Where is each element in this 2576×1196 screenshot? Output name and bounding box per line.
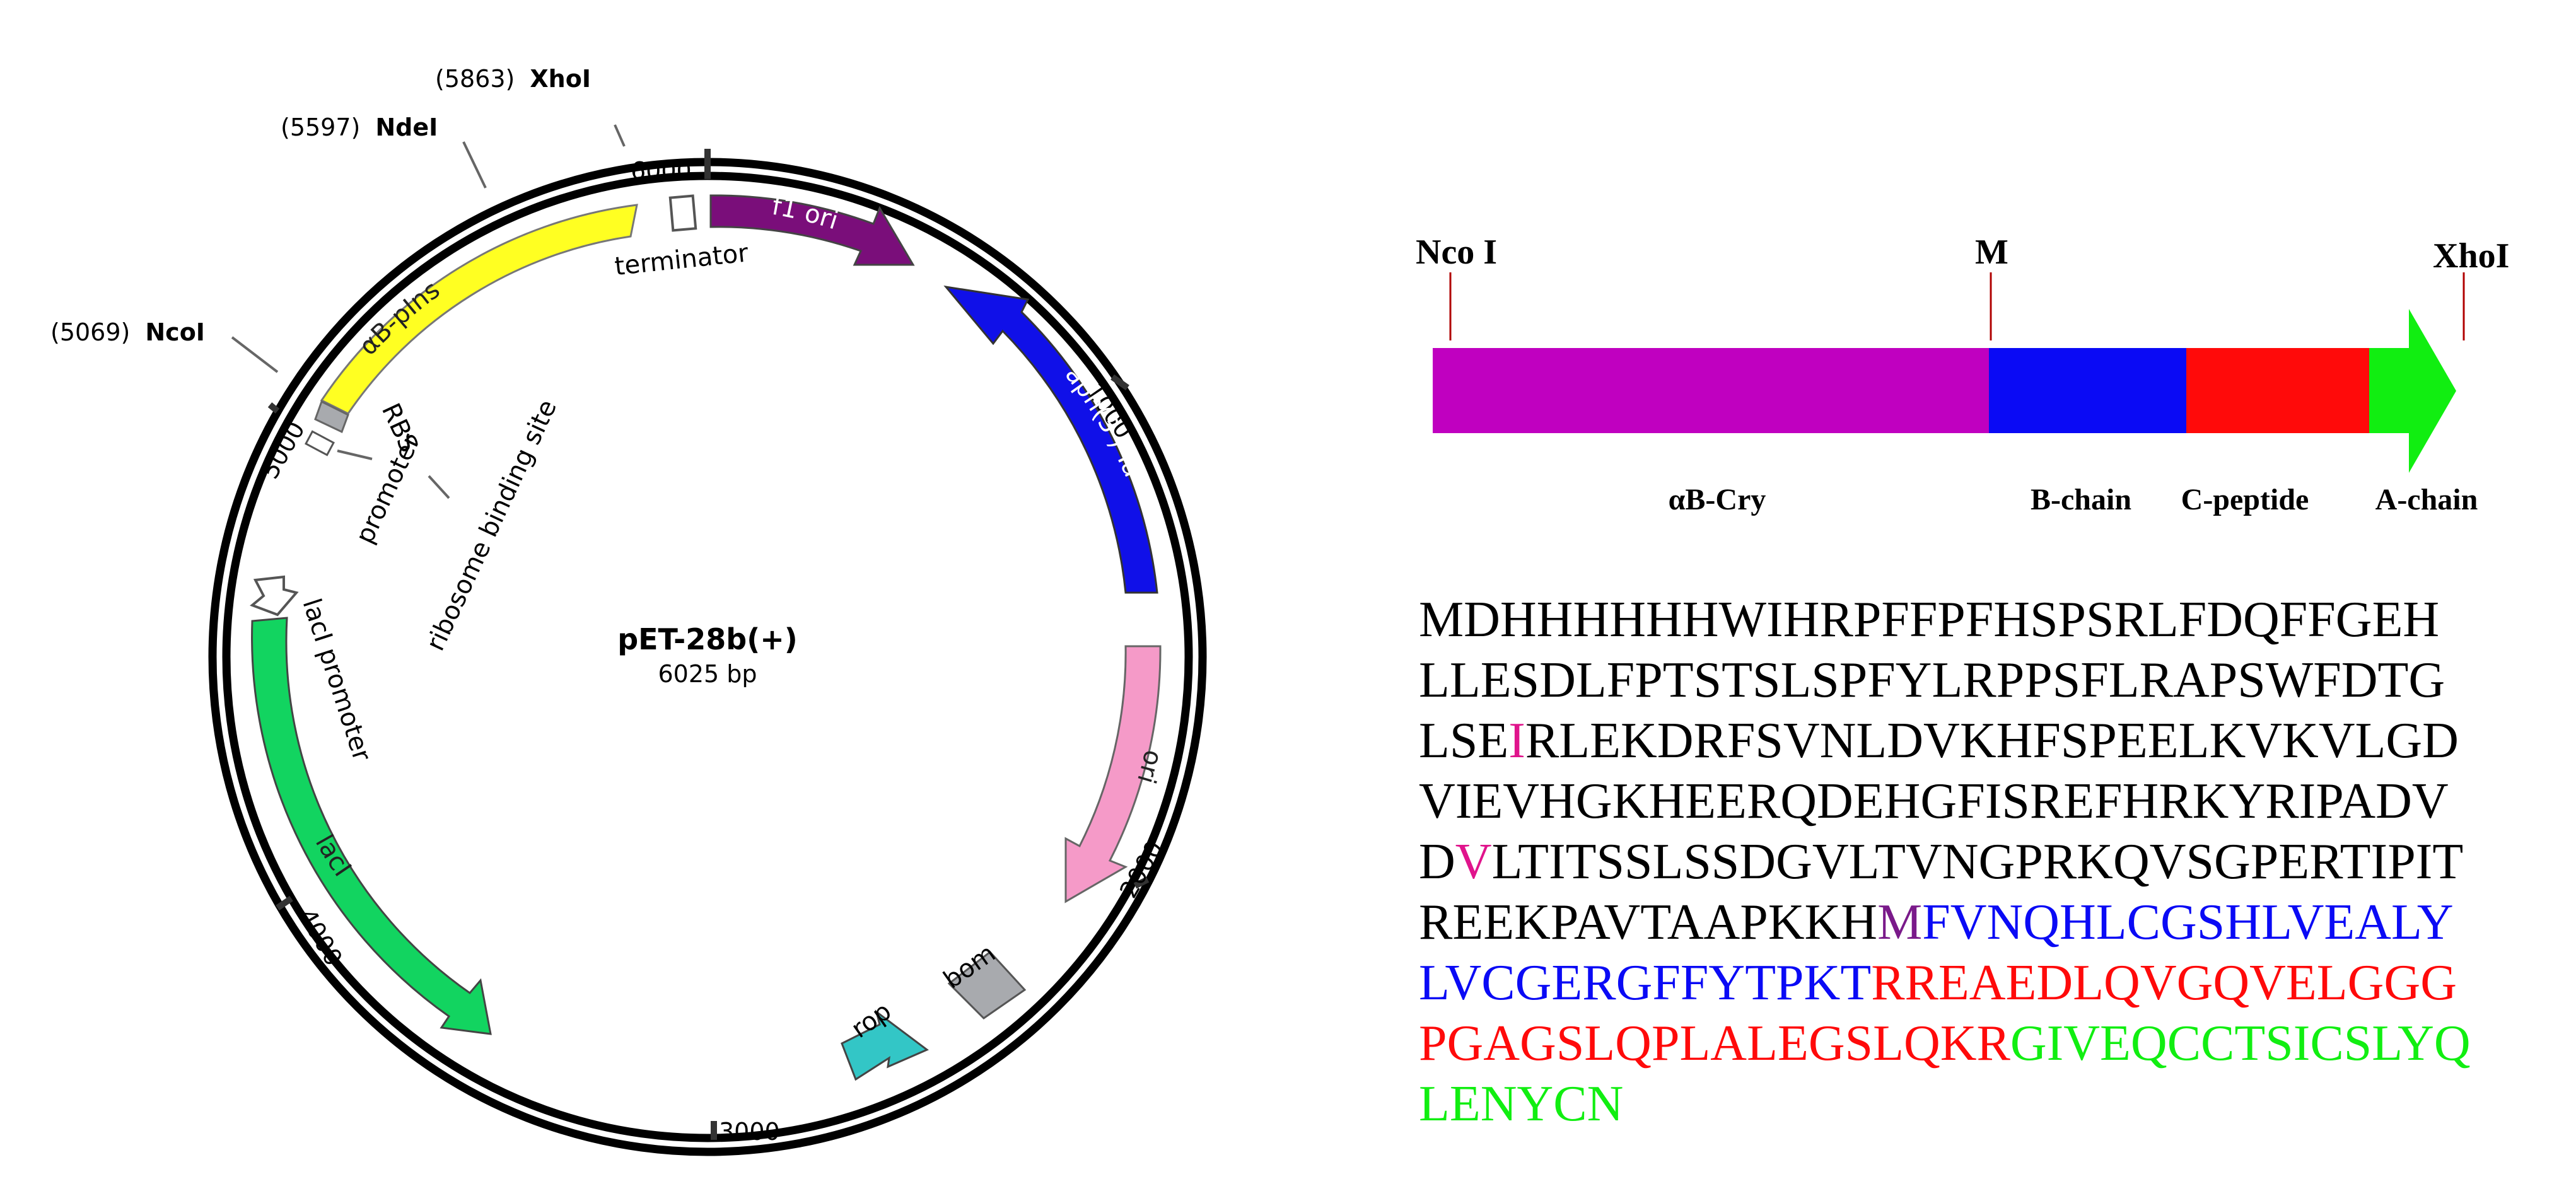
terminator-label: terminator	[614, 238, 750, 281]
sequence-segment: V	[1455, 834, 1492, 890]
rop-feature	[841, 1009, 929, 1081]
sequence-segment: M	[1877, 895, 1923, 950]
ori-feature	[1064, 645, 1162, 903]
xhoi-construct-label: XhoI	[2433, 236, 2509, 276]
plasmid-size: 6025 bp	[658, 660, 757, 688]
m-construct-label: M	[1975, 233, 2008, 272]
ncoi-site-label: (5069)NcoI	[50, 318, 205, 346]
tick-1000	[1110, 374, 1129, 391]
promoter-leader	[337, 450, 373, 460]
construct-diagram: Nco I M XhoI αB-Cry B-chain C-peptide A-…	[1416, 233, 2509, 516]
sequence-segment: MDHHHHHHWIHRPFFPFHSPSRLFDQFFGEH	[1419, 592, 2440, 647]
b-chain-label: B-chain	[2031, 483, 2131, 516]
alpha-b-cry-label: αB-Cry	[1669, 483, 1766, 516]
rbs-gray-block	[314, 400, 349, 434]
sequence-line: PGAGSLQPLALEGSLQKRGIVEQCCTSICSLYQ	[1419, 1013, 2554, 1074]
rbs-site-leader	[428, 475, 450, 499]
sequence-segment: FVNQHLCGSHLVEALY	[1922, 895, 2454, 950]
sequence-segment: LTITSSLSSDGVLTVNGPRKQVSGPERTIPIT	[1491, 834, 2464, 890]
insert-feature	[320, 204, 638, 415]
sequence-line: REEKPAVTAAPKKHMFVNQHLCGSHLVEALY	[1419, 892, 2554, 953]
sequence-segment: PGAGSLQPLALEGSLQKR	[1419, 1016, 2010, 1071]
sequence-segment: LLESDLFPTSTSLSPFYLRPPSFLRAPSWFDTG	[1419, 653, 2445, 708]
plasmid-map: 6000 1000 2000 3000 4000 5000 (5863)XhoI…	[50, 65, 1207, 1156]
sequence-line: LVCGERGFFYTPKTRREAEDLQVGQVELGGG	[1419, 953, 2554, 1013]
plasmid-name: pET-28b(+)	[617, 622, 798, 656]
ndei-site-label: (5597)NdeI	[281, 113, 438, 141]
tick-4000	[276, 895, 293, 911]
ncoi-construct-label: Nco I	[1416, 233, 1497, 272]
sequence-segment: I	[1508, 713, 1525, 769]
sequence-segment: GIVEQCCTSICSLYQ	[2010, 1016, 2471, 1071]
f1-ori-feature	[709, 194, 915, 266]
aph-feature	[943, 285, 1158, 594]
tick-label-5000: 5000	[256, 417, 310, 484]
amino-acid-sequence: MDHHHHHHWIHRPFFPFHSPSRLFDQFFGEH LLESDLFPT…	[1419, 589, 2554, 1134]
tick-marks	[267, 149, 1150, 1140]
restriction-sites	[231, 124, 626, 373]
promoter-box	[305, 430, 335, 456]
backbone-outer-ring	[208, 158, 1207, 1156]
laci-promoter-arrow	[250, 575, 299, 617]
sequence-segment: LVCGERGFFYTPKT	[1419, 955, 1872, 1011]
laci-promoter-label: lacI promoter	[296, 595, 376, 765]
terminator-box	[668, 194, 697, 232]
promoter-label: promoter	[350, 429, 426, 548]
sequence-line: LSEIRLEKDRFSVNLDVKHFSPEELKVKVLGD	[1419, 711, 2554, 771]
sequence-segment: RREAEDLQVGQVELGGG	[1871, 955, 2457, 1011]
sequence-segment: LSE	[1419, 713, 1509, 769]
site-labels: (5863)XhoI (5597)NdeI (5069)NcoI	[50, 65, 591, 346]
ncoi-site-leader	[231, 336, 279, 373]
ndei-site-leader	[462, 141, 487, 189]
xhoi-site-label: (5863)XhoI	[435, 65, 591, 93]
sequence-segment: REEKPAVTAAPKKH	[1419, 895, 1878, 950]
sequence-line: VIEVHGKHEERQDEHGFISREFHRKYRIPADV	[1419, 771, 2554, 832]
sequence-segment: RLEKDRFSVNLDVKHFSPEELKVKVLGD	[1525, 713, 2459, 769]
c-peptide-label: C-peptide	[2181, 483, 2309, 516]
xhoi-site-leader	[614, 124, 626, 147]
a-chain-label: A-chain	[2375, 483, 2478, 516]
segment-c-peptide	[2186, 348, 2369, 433]
tick-label-6000: 6000	[631, 157, 692, 185]
tick-2000	[1133, 876, 1150, 889]
sequence-line: LLESDLFPTSTSLSPFYLRPPSFLRAPSWFDTG	[1419, 650, 2554, 711]
sequence-line: DVLTITSSLSSDGVLTVNGPRKQVSGPERTIPIT	[1419, 832, 2554, 892]
bom-feature	[947, 950, 1027, 1019]
backbone-inner-ring	[222, 171, 1193, 1142]
tick-5000	[267, 402, 280, 414]
sequence-segment: VIEVHGKHEERQDEHGFISREFHRKYRIPADV	[1419, 774, 2449, 829]
sequence-segment: LENYCN	[1419, 1076, 1624, 1132]
rbs-site-label: ribosome binding site	[421, 395, 562, 655]
tick-label-3000: 3000	[719, 1118, 780, 1146]
sequence-line: LENYCN	[1419, 1074, 2554, 1134]
sequence-segment: D	[1419, 834, 1455, 890]
laci-feature	[251, 617, 492, 1035]
sequence-line: MDHHHHHHWIHRPFFPFHSPSRLFDQFFGEH	[1419, 589, 2554, 650]
segment-b-chain	[1989, 348, 2186, 433]
segment-alpha-b-cry	[1433, 348, 1989, 433]
segment-a-chain-arrow	[2369, 309, 2456, 473]
